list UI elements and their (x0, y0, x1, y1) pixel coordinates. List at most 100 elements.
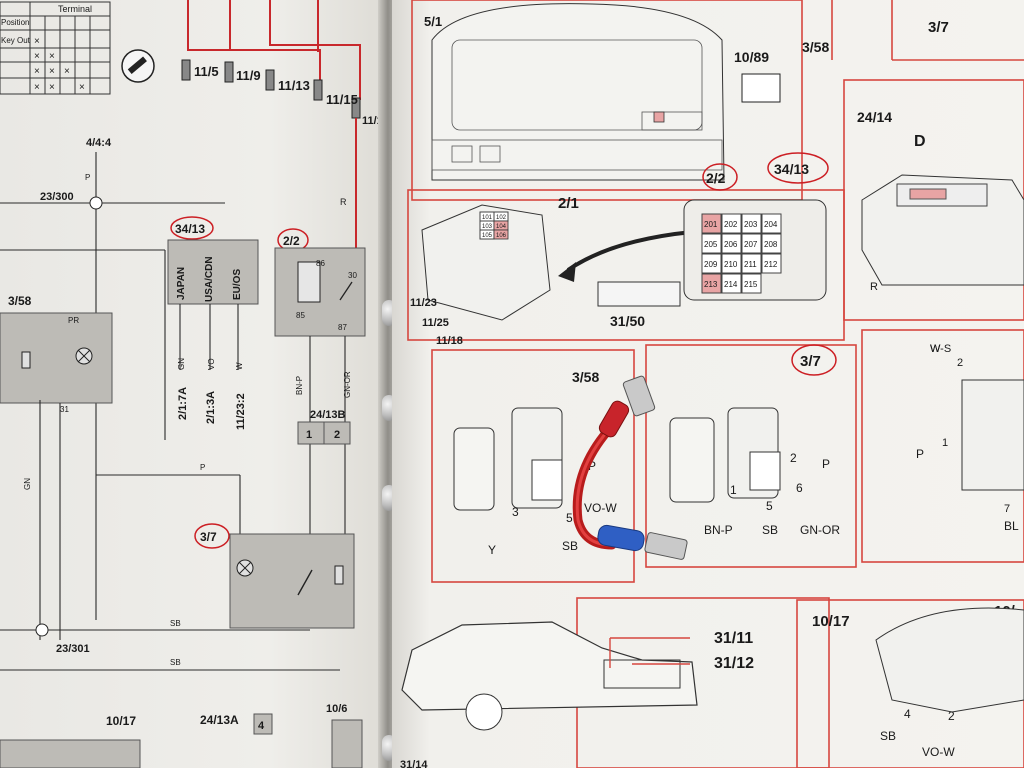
conn-11-23-2: 11/23:2 (235, 393, 247, 430)
wire-358-vo-w: VO-W (584, 501, 617, 515)
relay-slot-label: 209 (704, 260, 718, 269)
relay-slot-label: 203 (744, 220, 758, 229)
wire-right-bl: BL (1004, 519, 1019, 533)
ref-31-50: 31/50 (610, 313, 645, 329)
ref-3-58: 3/58 (8, 294, 32, 308)
wire-37-gnor: GN-OR (800, 523, 840, 537)
ref-10-17-right: 10/17 (812, 613, 850, 630)
relay-slot-label: 213 (704, 280, 718, 289)
ref-3-7-mid: 3/7 (800, 353, 821, 370)
relay-slot (701, 253, 722, 274)
fuse-11-5-label: 11/5 (194, 64, 219, 79)
relay-slot (701, 213, 722, 234)
car-drawing (401, 621, 698, 711)
ref-34-13-right: 34/13 (774, 161, 809, 177)
ref-3-58-top: 3/58 (802, 39, 829, 55)
svg-text:×: × (34, 51, 40, 62)
letter-d: D (914, 133, 926, 150)
wire-p-label: P (85, 173, 90, 182)
ref-24-13b: 24/13B (310, 409, 346, 421)
switch-10-17-drawing (875, 607, 1024, 713)
right-page-component-locations: 5/1 10/89 3/58 3/7 24/14 D R 2/1 101 102… (392, 0, 1024, 768)
wire-r-label: R (340, 197, 347, 207)
wire-358-y: Y (488, 543, 496, 557)
num-37-2: 2 (790, 451, 797, 465)
num-86: 86 (316, 259, 325, 268)
relay-slot-label: 215 (744, 280, 758, 289)
relay-slot (761, 233, 782, 254)
wire-right-p: P (916, 447, 924, 461)
num-358-3: 3 (512, 505, 519, 519)
ref-3-58-mid: 3/58 (572, 369, 599, 385)
wire-pr-label: PR (68, 316, 79, 325)
ref-11-23: 11/23 (410, 297, 437, 309)
svg-text:×: × (34, 66, 40, 77)
relay-slot (741, 213, 762, 234)
fuse-11-9-label: 11/9 (236, 68, 261, 83)
wire-37-p: P (822, 457, 830, 471)
ref-11-25: 11/25 (422, 317, 449, 329)
fuse-row (181, 59, 361, 119)
relay-slot (761, 253, 782, 274)
relay-slot-label: 205 (704, 240, 718, 249)
wire-sb: SB (170, 619, 181, 628)
small-fuse-106: 106 (496, 233, 507, 239)
wire-gn-left: GN (23, 478, 32, 490)
num-37-6: 6 (796, 481, 803, 495)
wire-right-w: W (930, 343, 941, 355)
ref-23-301: 23/301 (56, 643, 90, 655)
instrument-cluster-drawing (431, 3, 725, 181)
ref-24-14: 24/14 (857, 109, 892, 125)
num-30: 30 (348, 271, 357, 280)
svg-text:×: × (49, 82, 55, 93)
ref-34-13: 34/13 (175, 222, 205, 236)
pin-31: 31 (60, 405, 69, 414)
ref-3-7: 3/7 (200, 530, 217, 544)
relay-slot-label: 212 (764, 260, 778, 269)
box-1: 1 (306, 429, 312, 441)
svg-text:×: × (49, 51, 55, 62)
wire-p-lower: P (200, 463, 205, 472)
num-1017-2: 2 (948, 709, 955, 723)
right-diagrams: 5/1 10/89 3/58 3/7 24/14 D R 2/1 101 102… (400, 0, 1024, 768)
table-row-key-out: Key Out (1, 36, 31, 45)
ref-23-300: 23/300 (40, 191, 74, 203)
left-schematic: Terminal Position Key Out ××× ××× ××× 11… (0, 0, 385, 768)
ref-31-14: 31/14 (400, 759, 428, 768)
relay-slot (741, 233, 762, 254)
ref-5-1: 5/1 (424, 14, 442, 29)
ref-10-17: 10/17 (106, 714, 136, 728)
ref-2-1: 2/1 (558, 195, 579, 212)
relay-slot-label: 214 (724, 280, 738, 289)
small-fuse-102: 102 (496, 215, 507, 221)
ref-2-2: 2/2 (283, 234, 300, 248)
conn-2-1-7a: 2/1:7A (177, 387, 189, 420)
small-fuse-101: 101 (482, 215, 493, 221)
num-358-5: 5 (566, 511, 573, 525)
wire-gnor: GN-OR (343, 371, 352, 398)
relay-slot-label: 210 (724, 260, 738, 269)
small-fuse-103: 103 (482, 224, 493, 230)
ref-11-18: 11/18 (436, 335, 463, 347)
wire-sb-2: SB (170, 658, 181, 667)
fuse-11-13-label: 11/13 (278, 78, 310, 93)
relay-slot-label: 208 (764, 240, 778, 249)
switch-3-58-box (0, 312, 113, 404)
num-37-1: 1 (730, 483, 737, 497)
relay-slot-label: 207 (744, 240, 758, 249)
relay-slot (701, 233, 722, 254)
num-1017-4: 4 (904, 707, 911, 721)
num-37-5: 5 (766, 499, 773, 513)
wire-gn: GN (177, 358, 186, 370)
fuse-box-2-1-drawing (421, 204, 551, 321)
table-header: Terminal (58, 4, 92, 14)
relay-slot (721, 253, 742, 274)
ref-31-12: 31/12 (714, 655, 754, 672)
region-connector-34-13 (167, 239, 259, 305)
relay-slot (721, 273, 742, 294)
wire-358-p: P (588, 459, 596, 473)
svg-text:×: × (79, 82, 85, 93)
letter-r: R (870, 281, 878, 293)
relay-slot-label: 201 (704, 220, 718, 229)
